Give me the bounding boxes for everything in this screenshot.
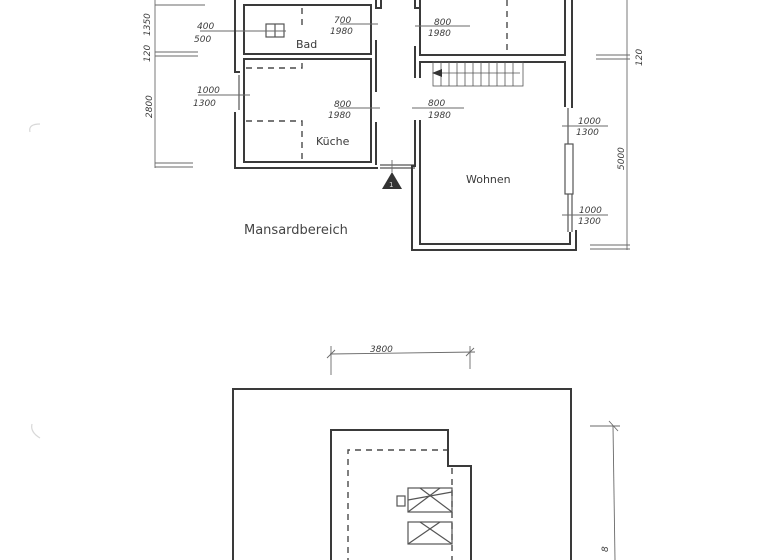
roof-dim-3800: 3800 [370, 345, 393, 355]
corridor [375, 0, 577, 251]
kueche-door-height: 1980 [328, 111, 351, 121]
dim-label-2800: 2800 [145, 95, 155, 118]
right-dimension-chain [590, 0, 630, 250]
room-label-kueche: Küche [316, 135, 350, 148]
bad-window-width: 400 [197, 22, 214, 32]
wohnen-door-height: 1980 [428, 111, 451, 121]
bad-door-height: 1980 [330, 27, 353, 37]
wohnen-window-1-height: 1300 [576, 128, 599, 138]
room-kueche [243, 58, 372, 163]
roof-plan [232, 346, 620, 560]
room-bad [243, 4, 372, 55]
bad-door-width: 700 [334, 16, 351, 26]
top-room-door-width: 800 [434, 18, 451, 28]
entrance-marker: 1 [382, 160, 402, 189]
staircase [432, 61, 524, 87]
kueche-window-width: 1000 [197, 86, 220, 96]
skylight-2 [407, 521, 453, 545]
roof-dim-right: 8 [601, 546, 611, 552]
entrance-marker-label: 1 [389, 181, 393, 189]
dim-label-120-left: 120 [143, 45, 153, 62]
plan-title: Mansardbereich [244, 223, 348, 238]
room-label-wohnen: Wohnen [466, 173, 511, 186]
room-top-right [419, 0, 573, 62]
dim-label-120-right: 120 [635, 49, 645, 66]
dim-label-1350: 1350 [143, 13, 153, 36]
top-room-door-height: 1980 [428, 29, 451, 39]
wohnen-door-width: 800 [428, 99, 445, 109]
room-wohnen [419, 61, 574, 245]
wohnen-window-2-width: 1000 [579, 206, 602, 216]
scan-mark [31, 423, 41, 439]
skylight-1 [396, 487, 453, 513]
wohnen-window-2-height: 1300 [578, 217, 601, 227]
room-label-bad: Bad [296, 38, 317, 51]
left-dimension-chain [154, 0, 205, 168]
wohnen-window-1-width: 1000 [578, 117, 601, 127]
dim-label-5000: 5000 [617, 147, 627, 170]
kueche-window-height: 1300 [193, 99, 216, 109]
kueche-door-width: 800 [334, 100, 351, 110]
bad-window-height: 500 [194, 35, 211, 45]
outer-walls-left [234, 0, 378, 169]
scan-mark [29, 123, 41, 133]
